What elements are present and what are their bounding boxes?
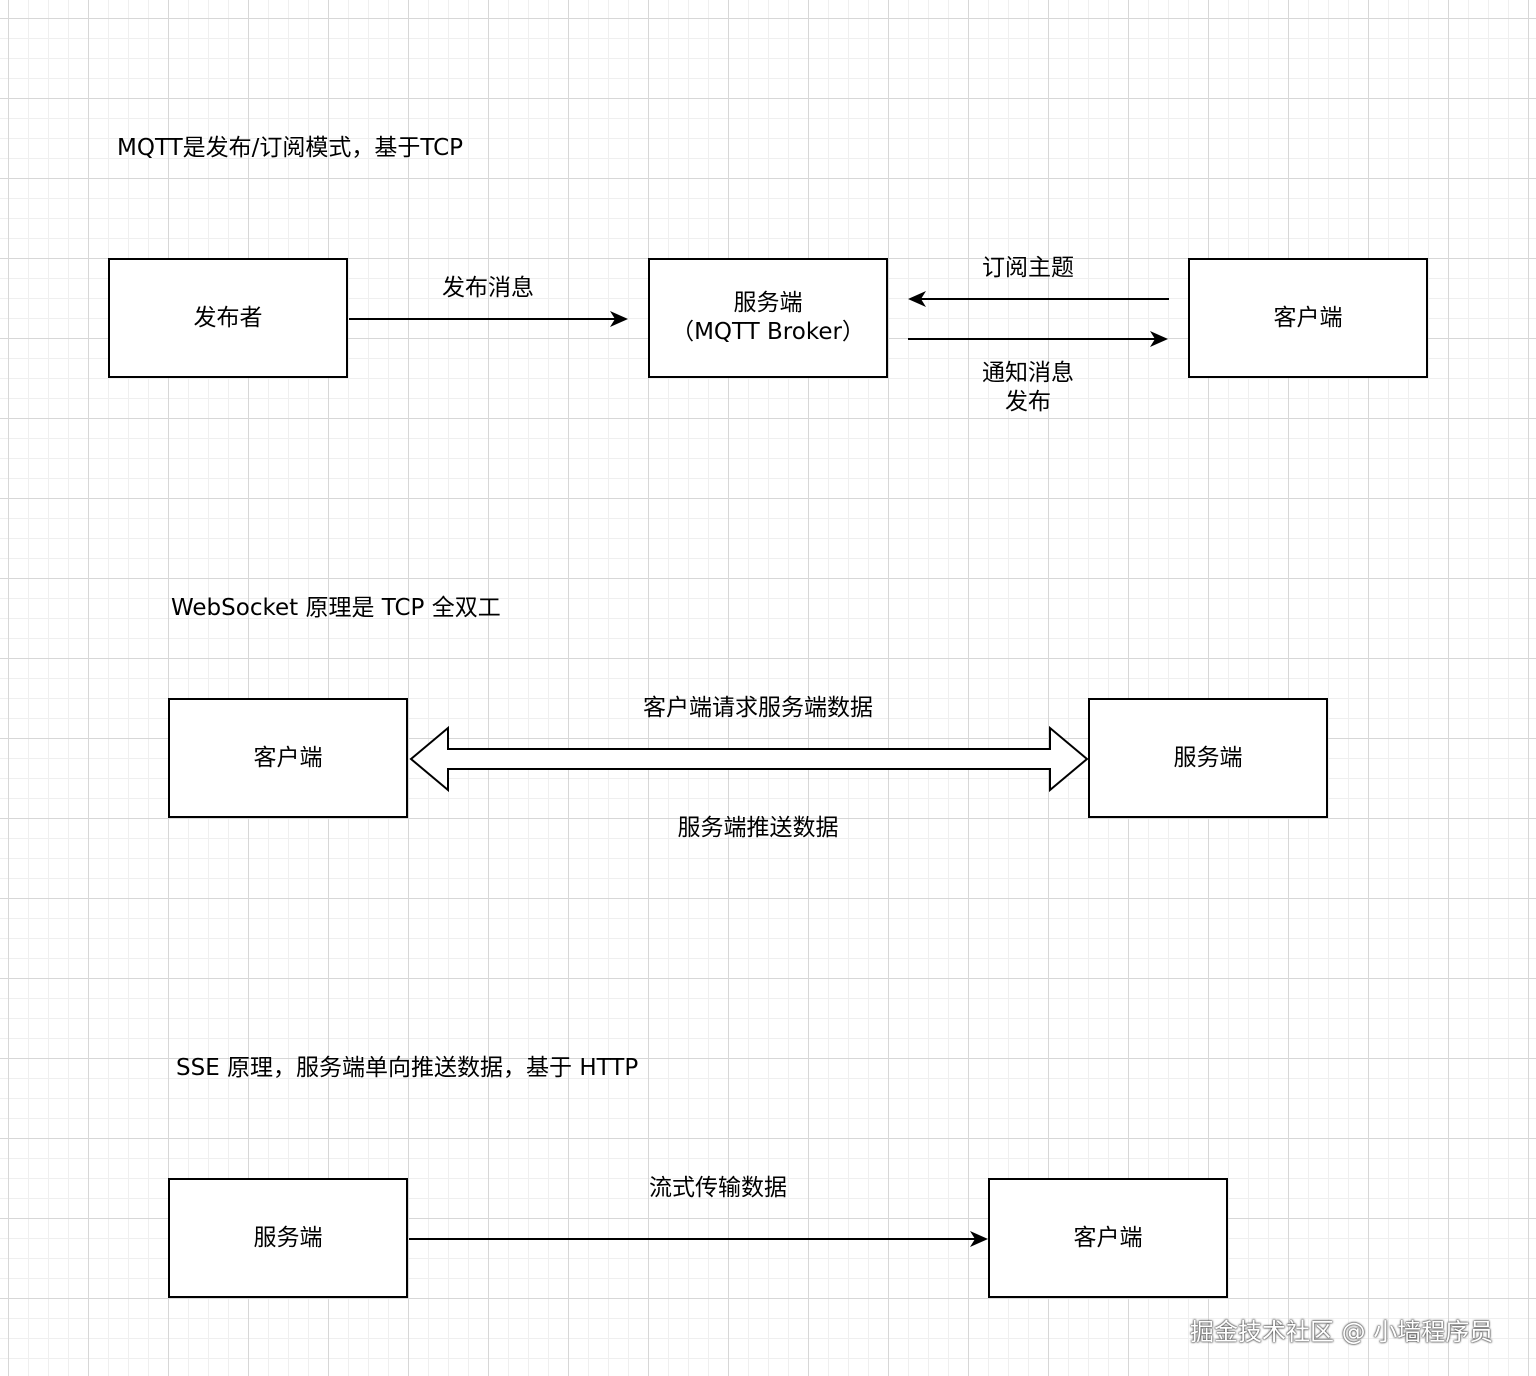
- sse-server-box: 服务端: [168, 1178, 408, 1298]
- notify-message-label: 通知消息 发布: [928, 359, 1128, 417]
- publisher-box: 发布者: [108, 258, 348, 378]
- sse-heading: SSE 原理，服务端单向推送数据，基于 HTTP: [176, 1055, 639, 1081]
- ws-client-label: 客户端: [253, 744, 323, 771]
- sse-server-label: 服务端: [253, 1224, 323, 1251]
- subscribe-topic-label: 订阅主题: [982, 255, 1074, 281]
- broker-label-line1: 服务端: [733, 290, 803, 316]
- watermark: 掘金技术社区 @ 小墙程序员: [1190, 1318, 1494, 1346]
- publisher-label: 发布者: [193, 304, 263, 331]
- notify-label-line2: 发布: [1005, 389, 1051, 415]
- sse-client-box: 客户端: [988, 1178, 1228, 1298]
- ws-request-label: 客户端请求服务端数据: [643, 695, 873, 721]
- mqtt-client-label: 客户端: [1273, 304, 1343, 331]
- ws-duplex-arrow: [409, 725, 1089, 793]
- stream-arrow: [409, 1231, 988, 1247]
- notify-arrow: [908, 331, 1168, 347]
- websocket-heading: WebSocket 原理是 TCP 全双工: [171, 595, 501, 621]
- subscribe-arrow: [908, 291, 1169, 307]
- publish-arrow: [349, 311, 628, 327]
- mqtt-client-box: 客户端: [1188, 258, 1428, 378]
- mqtt-heading: MQTT是发布/订阅模式，基于TCP: [117, 135, 464, 161]
- ws-server-box: 服务端: [1088, 698, 1328, 818]
- broker-box: 服务端 （MQTT Broker）: [648, 258, 888, 378]
- stream-data-label: 流式传输数据: [649, 1175, 787, 1201]
- publish-message-label: 发布消息: [442, 275, 534, 301]
- broker-label-line2: （MQTT Broker）: [671, 319, 865, 345]
- sse-client-label: 客户端: [1073, 1224, 1143, 1251]
- ws-client-box: 客户端: [168, 698, 408, 818]
- notify-label-line1: 通知消息: [982, 360, 1074, 386]
- ws-push-label: 服务端推送数据: [677, 815, 839, 841]
- ws-server-label: 服务端: [1173, 744, 1243, 771]
